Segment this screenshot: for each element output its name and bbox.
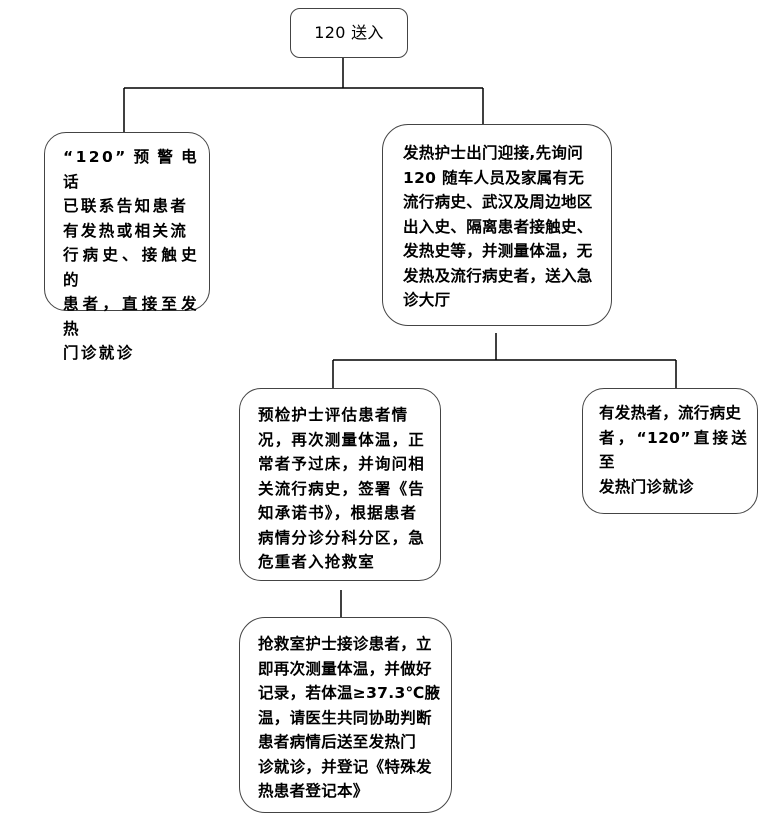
node-text: 发热护士出门迎接,先询问 120 随车人员及家属有无 流行病史、武汉及周边地区 … xyxy=(403,144,593,309)
node-triage-nurse-assessment: 预检护士评估患者情 况，再次测量体温，正 常者予过床，并询问相 关流行病史，签署… xyxy=(239,388,441,581)
node-120-arrival: 120 送入 xyxy=(290,8,408,58)
node-fever-direct-to-clinic: 有发热者，流行病史 者，“120”直接送至 发热门诊就诊 xyxy=(582,388,758,514)
node-text: 120 送入 xyxy=(314,23,384,42)
node-fever-nurse-screening: 发热护士出门迎接,先询问 120 随车人员及家属有无 流行病史、武汉及周边地区 … xyxy=(382,124,612,326)
node-text: 预检护士评估患者情 况，再次测量体温，正 常者予过床，并询问相 关流行病史，签署… xyxy=(258,406,426,571)
node-text: 抢救室护士接诊患者，立 即再次测量体温，并做好 记录，若体温≥37.3℃腋 温，… xyxy=(258,635,441,800)
node-prewarned-direct-fever-clinic: “120”预警电话 已联系告知患者 有发热或相关流 行病史、接触史的 患者，直接… xyxy=(44,132,210,362)
node-rescue-room-nurse: 抢救室护士接诊患者，立 即再次测量体温，并做好 记录，若体温≥37.3℃腋 温，… xyxy=(239,617,452,813)
node-text: 有发热者，流行病史 者，“120”直接送至 发热门诊就诊 xyxy=(599,404,747,496)
node-text: “120”预警电话 已联系告知患者 有发热或相关流 行病史、接触史的 患者，直接… xyxy=(63,148,199,362)
